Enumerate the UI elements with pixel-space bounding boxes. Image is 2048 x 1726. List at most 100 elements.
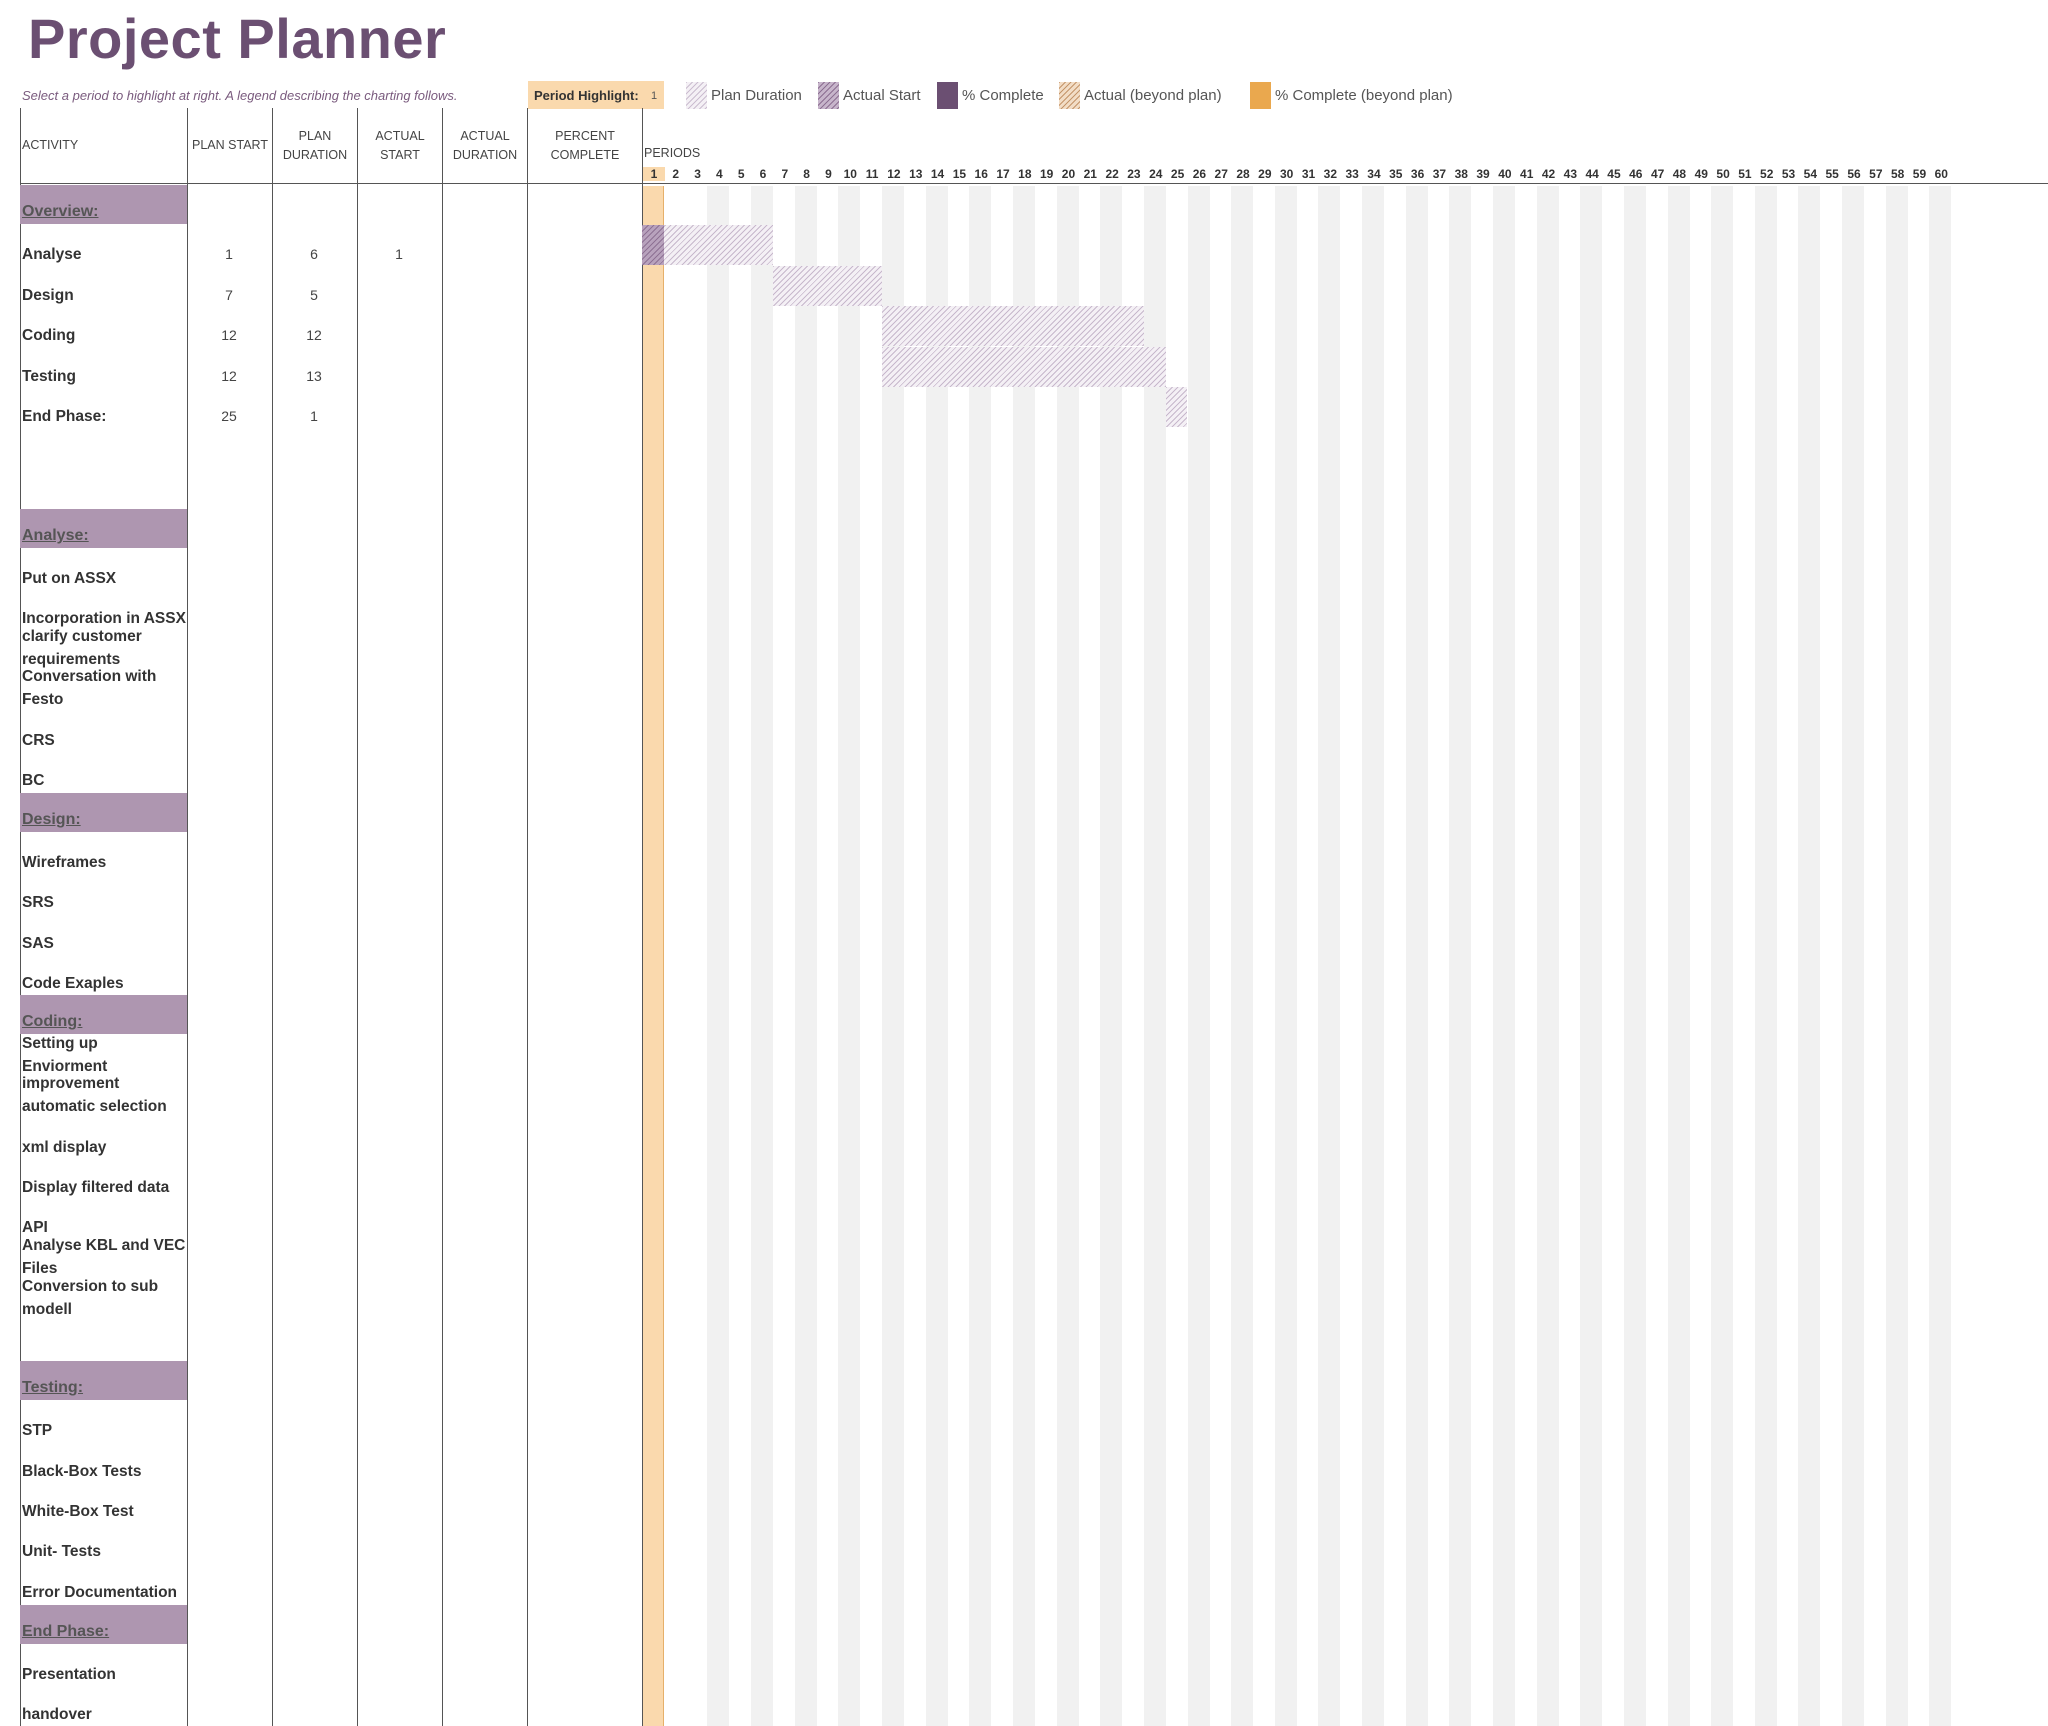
task-row: Error Documentation <box>22 1584 178 1601</box>
task-row: Festo <box>22 691 64 708</box>
period-number: 5 <box>737 167 745 181</box>
task-row: CRS <box>22 732 55 749</box>
task-row: Conversion to sub <box>22 1278 159 1295</box>
task-row: modell <box>22 1301 72 1318</box>
period-number: 46 <box>1629 167 1643 181</box>
period-column-shade <box>969 186 992 1726</box>
period-column-shade <box>794 186 817 1726</box>
plan-duration-cell: 1 <box>310 408 318 424</box>
actual-start-swatch <box>818 81 839 109</box>
period-column-shade <box>1100 186 1123 1726</box>
legend-label: Plan Duration <box>711 86 802 104</box>
highlighted-period-column <box>642 186 664 1726</box>
period-number: 60 <box>1934 167 1948 181</box>
period-number: 6 <box>759 167 767 181</box>
plan-duration-bar <box>882 306 1144 346</box>
legend-actual-start: Actual Start <box>818 81 921 109</box>
plan-duration-cell: 12 <box>306 327 322 343</box>
period-number: 10 <box>843 167 857 181</box>
period-number: 23 <box>1127 167 1141 181</box>
task-row: White-Box Test <box>22 1503 134 1520</box>
grid-line <box>527 108 528 1726</box>
period-column-shade <box>1449 186 1472 1726</box>
plan-duration-bar <box>882 347 1166 387</box>
period-highlight-control[interactable]: Period Highlight: 1 <box>528 81 664 109</box>
period-number: 39 <box>1476 167 1490 181</box>
activity-testing: Testing <box>22 368 76 385</box>
period-number: 29 <box>1258 167 1272 181</box>
page-title: Project Planner <box>28 7 447 70</box>
section-design: Design: <box>22 811 81 828</box>
plan-duration-bar <box>642 225 773 265</box>
task-row: requirements <box>22 651 121 668</box>
period-number: 3 <box>694 167 701 181</box>
plan-start-cell: 25 <box>221 408 237 424</box>
period-highlight-label: Period Highlight: <box>534 88 639 103</box>
period-number: 14 <box>930 167 945 181</box>
period-column-shade <box>1842 186 1865 1726</box>
grid-line <box>187 108 188 1726</box>
section-end-phase: End Phase: <box>22 1623 110 1640</box>
actual-start-cell: 1 <box>395 246 403 262</box>
period-column-shade <box>1536 186 1559 1726</box>
period-column-shade <box>1274 186 1297 1726</box>
header-divider <box>20 183 2048 184</box>
task-row: Wireframes <box>22 854 107 871</box>
period-number: 19 <box>1039 167 1054 181</box>
legend-label: Actual Start <box>843 86 921 104</box>
section-coding: Coding: <box>22 1013 83 1030</box>
task-row: BC <box>22 772 45 789</box>
period-column-shade <box>1187 186 1210 1726</box>
period-number: 34 <box>1367 167 1381 181</box>
period-highlight-value[interactable]: 1 <box>651 90 658 102</box>
task-row: Black-Box Tests <box>22 1463 142 1480</box>
section-band-end-phase <box>20 1605 187 1644</box>
period-number: 44 <box>1585 167 1599 181</box>
period-number: 45 <box>1607 167 1621 181</box>
period-column-shade <box>838 186 861 1726</box>
period-number: 2 <box>672 167 680 181</box>
grid-line <box>357 108 358 1726</box>
period-column-shade <box>1231 186 1254 1726</box>
task-row: Presentation <box>22 1666 116 1683</box>
period-column-shade <box>1318 186 1341 1726</box>
period-column-shade <box>1667 186 1690 1726</box>
period-number: 15 <box>952 167 967 181</box>
task-row: API <box>22 1219 48 1236</box>
task-row: automatic selection <box>22 1098 167 1115</box>
activity-end-phase: End Phase: <box>22 408 107 425</box>
period-number: 43 <box>1563 167 1578 181</box>
period-number: 11 <box>865 167 879 181</box>
task-row: Incorporation in ASSX <box>22 610 186 627</box>
period-number: 53 <box>1781 167 1796 181</box>
section-overview: Overview: <box>22 203 99 220</box>
section-band-testing <box>20 1361 187 1400</box>
period-number: 36 <box>1410 167 1425 181</box>
percent-complete-beyond-swatch <box>1250 81 1271 109</box>
period-number: 41 <box>1520 167 1534 181</box>
period-column-shade <box>1798 186 1821 1726</box>
period-column-shade <box>1929 186 1952 1726</box>
task-row: Unit- Tests <box>22 1543 101 1560</box>
plan-duration-cell: 6 <box>310 246 318 262</box>
period-number: 54 <box>1803 167 1818 181</box>
period-number: 22 <box>1105 167 1119 181</box>
section-testing: Testing: <box>22 1379 84 1396</box>
task-row: Analyse KBL and VEC <box>22 1237 186 1254</box>
period-number: 24 <box>1149 167 1163 181</box>
period-number: 28 <box>1236 167 1250 181</box>
period-number: 37 <box>1432 167 1447 181</box>
period-number: 56 <box>1847 167 1861 181</box>
period-number: 31 <box>1301 167 1316 181</box>
period-number: 55 <box>1825 167 1839 181</box>
grid-line <box>272 108 273 1726</box>
legend-label: Actual (beyond plan) <box>1084 86 1222 104</box>
period-number: 42 <box>1541 167 1556 181</box>
plan-duration-cell: 13 <box>306 368 322 384</box>
period-number: 1 <box>642 167 665 181</box>
task-row: Setting up <box>22 1035 98 1052</box>
period-number: 51 <box>1738 167 1752 181</box>
task-row: Display filtered data <box>22 1179 170 1196</box>
task-row: Conversation with <box>22 668 157 685</box>
